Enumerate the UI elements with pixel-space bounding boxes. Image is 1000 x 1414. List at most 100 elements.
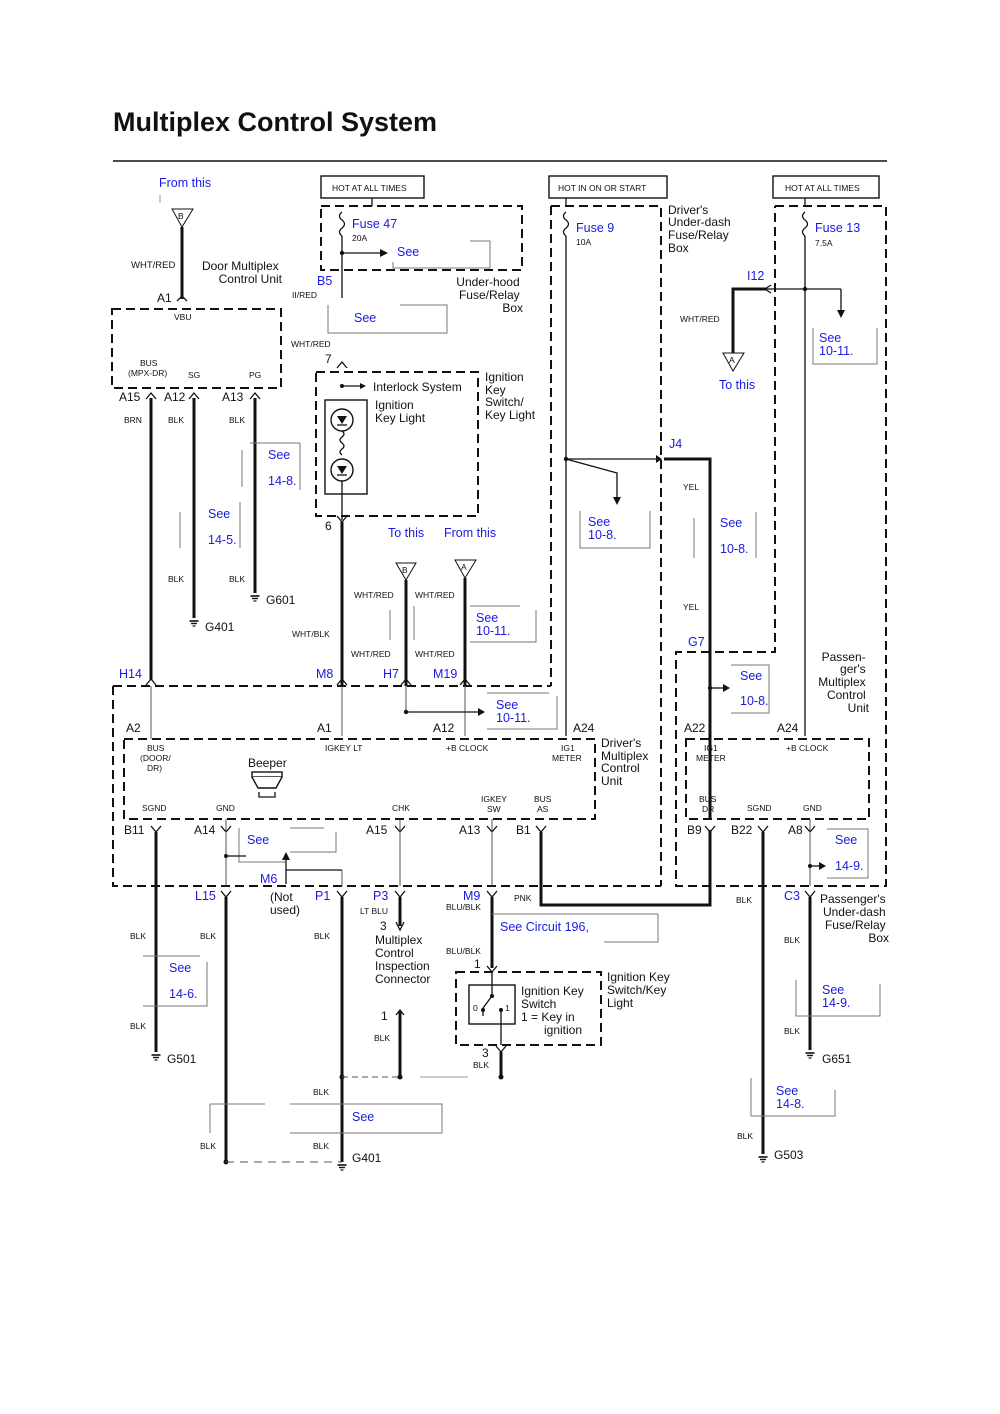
wire-color-wht-red-m19b: WHT/RED: [415, 649, 455, 659]
svg-text:B: B: [402, 565, 408, 575]
wire-color-pnk: PNK: [514, 893, 532, 903]
pin-6: 6: [325, 519, 332, 533]
see-ref-underhood[interactable]: See: [397, 245, 419, 259]
wire-color-wht-blk: WHT/BLK: [292, 629, 330, 639]
ref-14-9-b[interactable]: 14-9.: [822, 996, 851, 1010]
connector-a14: A14: [194, 823, 216, 837]
fuse-13-rating: 7.5A: [815, 238, 833, 248]
wire-color-wht-red-h7b: WHT/RED: [351, 649, 391, 659]
wire-color-blk-b22: BLK: [736, 895, 752, 905]
ref-14-9-a[interactable]: 14-9.: [835, 859, 864, 873]
terminal-gnd-drv: GND: [216, 803, 235, 813]
see-ref-interlock[interactable]: See: [354, 311, 376, 325]
see-ref-14-8-b[interactable]: See: [776, 1084, 798, 1098]
see-ref-14-6[interactable]: See: [169, 961, 191, 975]
fuse-13-symbol: [801, 211, 809, 237]
pin-1-iks: 1: [474, 957, 481, 971]
connector-a1-drv: A1: [317, 721, 332, 735]
wire-color-blk-p1: BLK: [314, 931, 330, 941]
passengers-under-dash-fuse-box: [675, 205, 887, 887]
ref-10-11-a[interactable]: 10-11.: [476, 624, 511, 638]
connector-m6: M6: [260, 872, 277, 886]
terminal-ig1-meter-drv: IG1 METER: [552, 743, 582, 763]
see-circuit-196[interactable]: See Circuit 196,: [500, 920, 589, 934]
wire-color-wht-red-b5: WHT/RED: [291, 339, 331, 349]
connector-a13-drv: A13: [459, 823, 481, 837]
beeper-icon: [251, 771, 283, 798]
wire-color-blk-a12: BLK: [168, 415, 184, 425]
svg-text:A: A: [461, 562, 467, 572]
hot-in-on-or-start-box: [548, 175, 668, 199]
to-this-link-2[interactable]: To this: [388, 526, 424, 540]
see-ref-14-5[interactable]: See: [208, 507, 230, 521]
wire-color-blk-a13: BLK: [229, 415, 245, 425]
pin-1-mici: 1: [381, 1009, 388, 1023]
connector-a8: A8: [788, 823, 803, 837]
terminal-sgnd-drv: SGND: [142, 803, 167, 813]
ref-10-8-a[interactable]: 10-8.: [588, 528, 617, 542]
ref-14-8-b[interactable]: 14-8.: [776, 1097, 805, 1111]
wire-color-blk-iks: BLK: [473, 1060, 489, 1070]
ref-14-6[interactable]: 14-6.: [169, 987, 198, 1001]
ignition-key-switch-label: Ignition Key Switch 1 = Key in ignition: [521, 984, 587, 1037]
ref-14-8-a[interactable]: 14-8.: [268, 474, 297, 488]
see-ref-10-8-b[interactable]: See: [720, 516, 742, 530]
to-this-link-1[interactable]: To this: [719, 378, 755, 392]
wire-color-brn: BRN: [124, 415, 142, 425]
ref-10-8-c[interactable]: 10-8.: [740, 694, 769, 708]
terminal-bus-door-dr: BUS (DOOR/ DR): [140, 743, 173, 773]
fuse-13-label: Fuse 13: [815, 221, 860, 235]
connector-a2: A2: [126, 721, 141, 735]
hot-at-all-times-label-2: HOT AT ALL TIMES: [785, 183, 860, 193]
ref-10-11-b[interactable]: 10-11.: [496, 711, 531, 725]
wire-color-wht-red-i12: WHT/RED: [680, 314, 720, 324]
arrow-right-icon: [380, 249, 388, 257]
see-ref-g401[interactable]: See: [352, 1110, 374, 1124]
beeper-label: Beeper: [248, 756, 287, 770]
connector-m9: M9: [463, 889, 480, 903]
ref-14-5[interactable]: 14-5.: [208, 533, 237, 547]
see-ref-14-9-b[interactable]: See: [822, 983, 844, 997]
drivers-mcu-inner: [123, 738, 596, 820]
hot-at-all-times-label-1: HOT AT ALL TIMES: [332, 183, 407, 193]
ign-key-switch-light-label: Ignition Key Switch/Key Light: [607, 970, 673, 1010]
see-ref-14-8-a[interactable]: See: [268, 448, 290, 462]
connector-a24-drv: A24: [573, 721, 595, 735]
wire-color-wht-red-h7a: WHT/RED: [354, 590, 394, 600]
wire-color-blk-p1c: BLK: [313, 1141, 329, 1151]
terminal-b-clock: +B CLOCK: [446, 743, 489, 753]
terminal-bus-mpx-dr: BUS (MPX-DR): [128, 358, 167, 378]
wire-color-blk-g503: BLK: [737, 1131, 753, 1141]
wire-color-wht-red-m19a: WHT/RED: [415, 590, 455, 600]
connector-i12: I12: [747, 269, 764, 283]
wire-color-blk-c3: BLK: [784, 935, 800, 945]
from-this-link-1[interactable]: From this: [159, 176, 211, 190]
ref-10-11-c[interactable]: 10-11.: [819, 344, 854, 358]
see-ref-10-11-c[interactable]: See: [819, 331, 841, 345]
ground-g651: G651: [822, 1052, 852, 1066]
fuse-9-rating: 10A: [576, 237, 591, 247]
ref-10-8-b[interactable]: 10-8.: [720, 542, 749, 556]
fuse-9-symbol: [562, 211, 570, 237]
wire-color-blk-mici: BLK: [374, 1033, 390, 1043]
connector-h14: H14: [119, 667, 142, 681]
drivers-under-dash-label: Driver's Under-dash Fuse/Relay Box: [668, 203, 734, 255]
see-ref-gnd-drv[interactable]: See: [247, 833, 269, 847]
mici-label: Multiplex Control Inspection Connector: [375, 933, 433, 986]
under-hood-fuse-box: [320, 205, 523, 271]
wire-color-ii-red: II/RED: [292, 290, 317, 300]
connector-a12-door: A12: [164, 390, 186, 404]
svg-text:A: A: [729, 355, 735, 365]
see-ref-10-8-a[interactable]: See: [588, 515, 610, 529]
under-hood-label: Under-hood Fuse/Relay Box: [456, 275, 523, 315]
see-ref-10-11-a[interactable]: See: [476, 611, 498, 625]
fuse-9-label: Fuse 9: [576, 221, 614, 235]
wire-color-blk-g401: BLK: [168, 574, 184, 584]
ground-g601: G601: [266, 593, 296, 607]
see-ref-14-9-a[interactable]: See: [835, 833, 857, 847]
pin-7: 7: [325, 352, 332, 366]
see-ref-10-8-c[interactable]: See: [740, 669, 762, 683]
page-title: Multiplex Control System: [113, 107, 438, 137]
see-ref-10-11-b[interactable]: See: [496, 698, 518, 712]
from-this-link-2[interactable]: From this: [444, 526, 496, 540]
